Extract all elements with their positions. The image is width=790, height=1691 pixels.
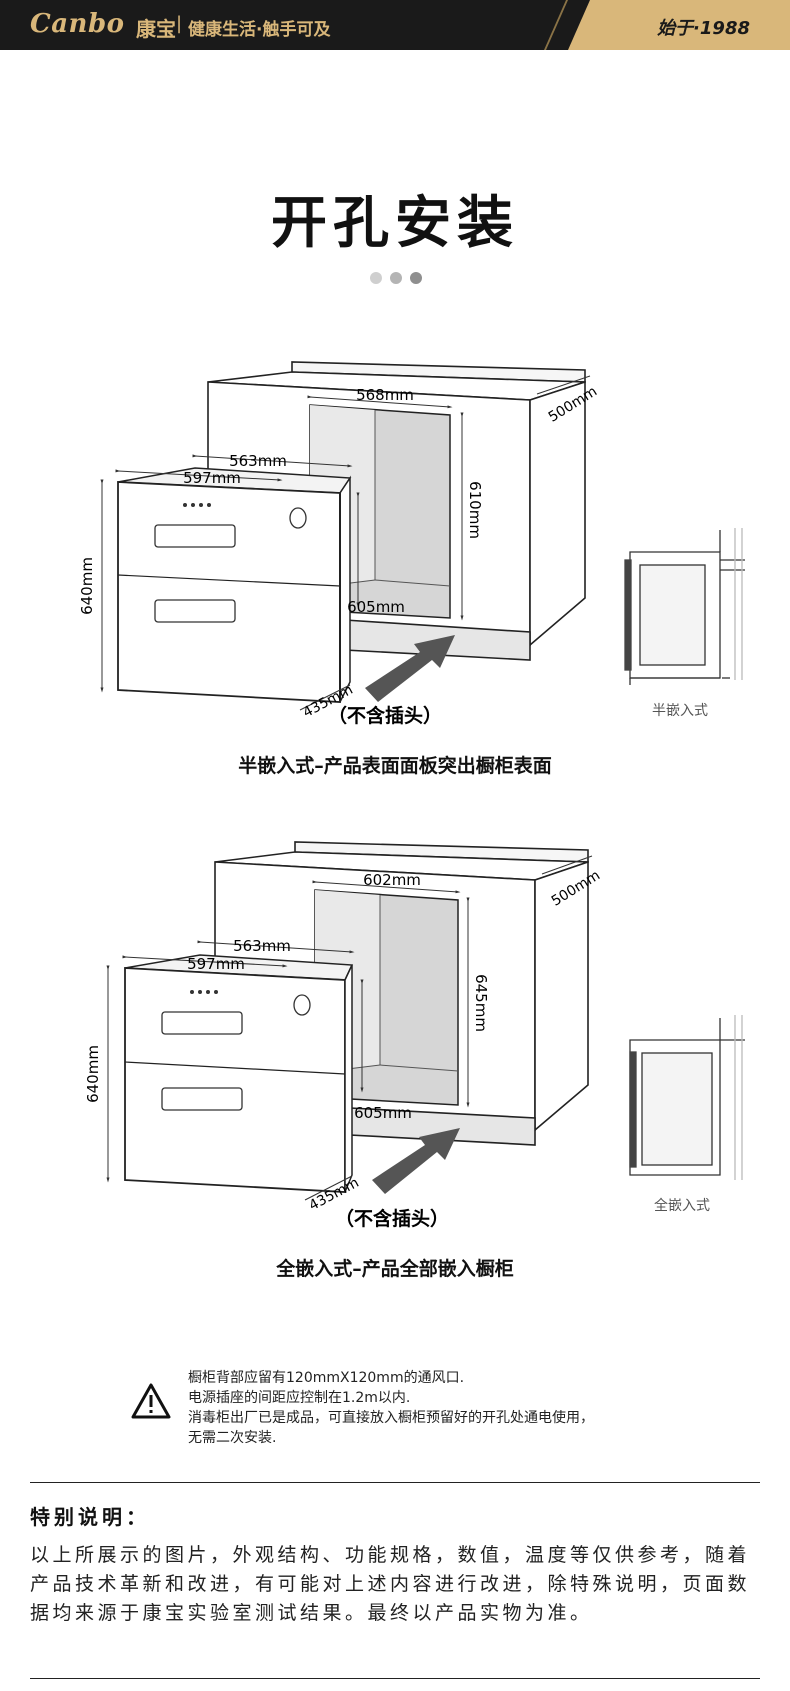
label-side-depth: 605mm xyxy=(347,598,405,616)
pagination-dots xyxy=(370,272,422,284)
since-label: 始于·1988 xyxy=(657,18,750,39)
notice-line: 橱柜背部应留有120mmX120mm的通风口. xyxy=(188,1370,465,1386)
insert-arrow xyxy=(372,1128,460,1194)
label-unit-depth-top: 563mm xyxy=(229,452,287,470)
header-divider: | xyxy=(176,13,183,34)
sterilizer-unit xyxy=(124,954,354,1193)
special-notes-title: 特别说明： xyxy=(30,1505,150,1529)
brand-logo-cn: 康宝 xyxy=(136,17,176,41)
dot-3 xyxy=(410,272,422,284)
brand-logo: Canbo xyxy=(30,9,125,39)
label-unit-height: 640mm xyxy=(84,1045,102,1103)
label-cutout-height: 645mm xyxy=(472,974,490,1032)
side-view xyxy=(624,528,745,685)
dim-line-bottom-depth xyxy=(299,684,351,711)
dim-line-cabinet-depth xyxy=(541,855,593,875)
notice-line: 消毒柜出厂已是成品，可直接放入橱柜预留好的开孔处通电使用， xyxy=(188,1410,594,1426)
label-unit-height: 640mm xyxy=(78,557,96,615)
full-embedded-caption: 全嵌入式–产品全部嵌入橱柜 xyxy=(276,1258,514,1280)
side-view xyxy=(629,1015,745,1180)
label-cabinet-width: 568mm xyxy=(356,386,414,404)
semi-embedded-caption: 半嵌入式–产品表面面板突出橱柜表面 xyxy=(238,755,552,777)
dot-2 xyxy=(390,272,402,284)
brand-slogan: 健康生活·触手可及 xyxy=(188,20,331,40)
installation-notice: 橱柜背部应留有120mmX120mm的通风口. 电源插座的间距应控制在1.2m以… xyxy=(188,1368,728,1448)
brand-header: Canbo 康宝 | 健康生活·触手可及 始于·1988 xyxy=(0,0,790,50)
dim-line-unit-depth-top xyxy=(192,454,353,468)
label-unit-depth-top: 563mm xyxy=(233,937,291,955)
dim-line-unit-width xyxy=(115,469,283,482)
page-title: 开孔安装 xyxy=(271,191,519,256)
side-view-label: 半嵌入式 xyxy=(652,703,708,719)
label-unit-width: 597mm xyxy=(183,469,241,487)
dim-line-cabinet-width xyxy=(307,395,453,409)
warning-icon xyxy=(131,1383,171,1419)
dim-line-unit-depth-top xyxy=(197,940,355,954)
insert-arrow xyxy=(365,635,455,702)
header-accent-stripe xyxy=(544,0,568,50)
semi-embedded-diagram: 568mm 610mm 500mm 563mm 597mm 640mm 605m… xyxy=(78,361,745,727)
plug-note: （不含插头） xyxy=(335,1207,449,1230)
notice-line: 电源插座的间距应控制在1.2m以内. xyxy=(188,1390,411,1406)
label-unit-width: 597mm xyxy=(187,955,245,973)
dim-line-cabinet-depth xyxy=(536,375,591,395)
dim-line-cabinet-width xyxy=(312,880,461,894)
dot-1 xyxy=(370,272,382,284)
dim-line-unit-width xyxy=(122,955,288,968)
dim-line-bottom-depth xyxy=(304,1175,353,1201)
header-gold-panel: 始于·1988 xyxy=(568,0,790,50)
notice-line: 无需二次安装. xyxy=(188,1430,277,1446)
divider-bottom xyxy=(30,1678,760,1679)
label-side-depth: 605mm xyxy=(354,1104,412,1122)
side-view-label: 全嵌入式 xyxy=(654,1197,710,1214)
full-embedded-diagram: 602mm 645mm 500mm 563mm 597mm 640mm 605m… xyxy=(84,841,745,1230)
label-cutout-height: 610mm xyxy=(466,481,484,539)
sterilizer-unit xyxy=(117,467,352,703)
divider-top xyxy=(30,1482,760,1483)
special-notes-body: 以上所展示的图片，外观结构、功能规格，数值，温度等仅供参考，随着产品技术革新和改… xyxy=(30,1544,751,1624)
label-cabinet-width: 602mm xyxy=(363,871,421,889)
plug-note: （不含插头） xyxy=(328,704,442,727)
